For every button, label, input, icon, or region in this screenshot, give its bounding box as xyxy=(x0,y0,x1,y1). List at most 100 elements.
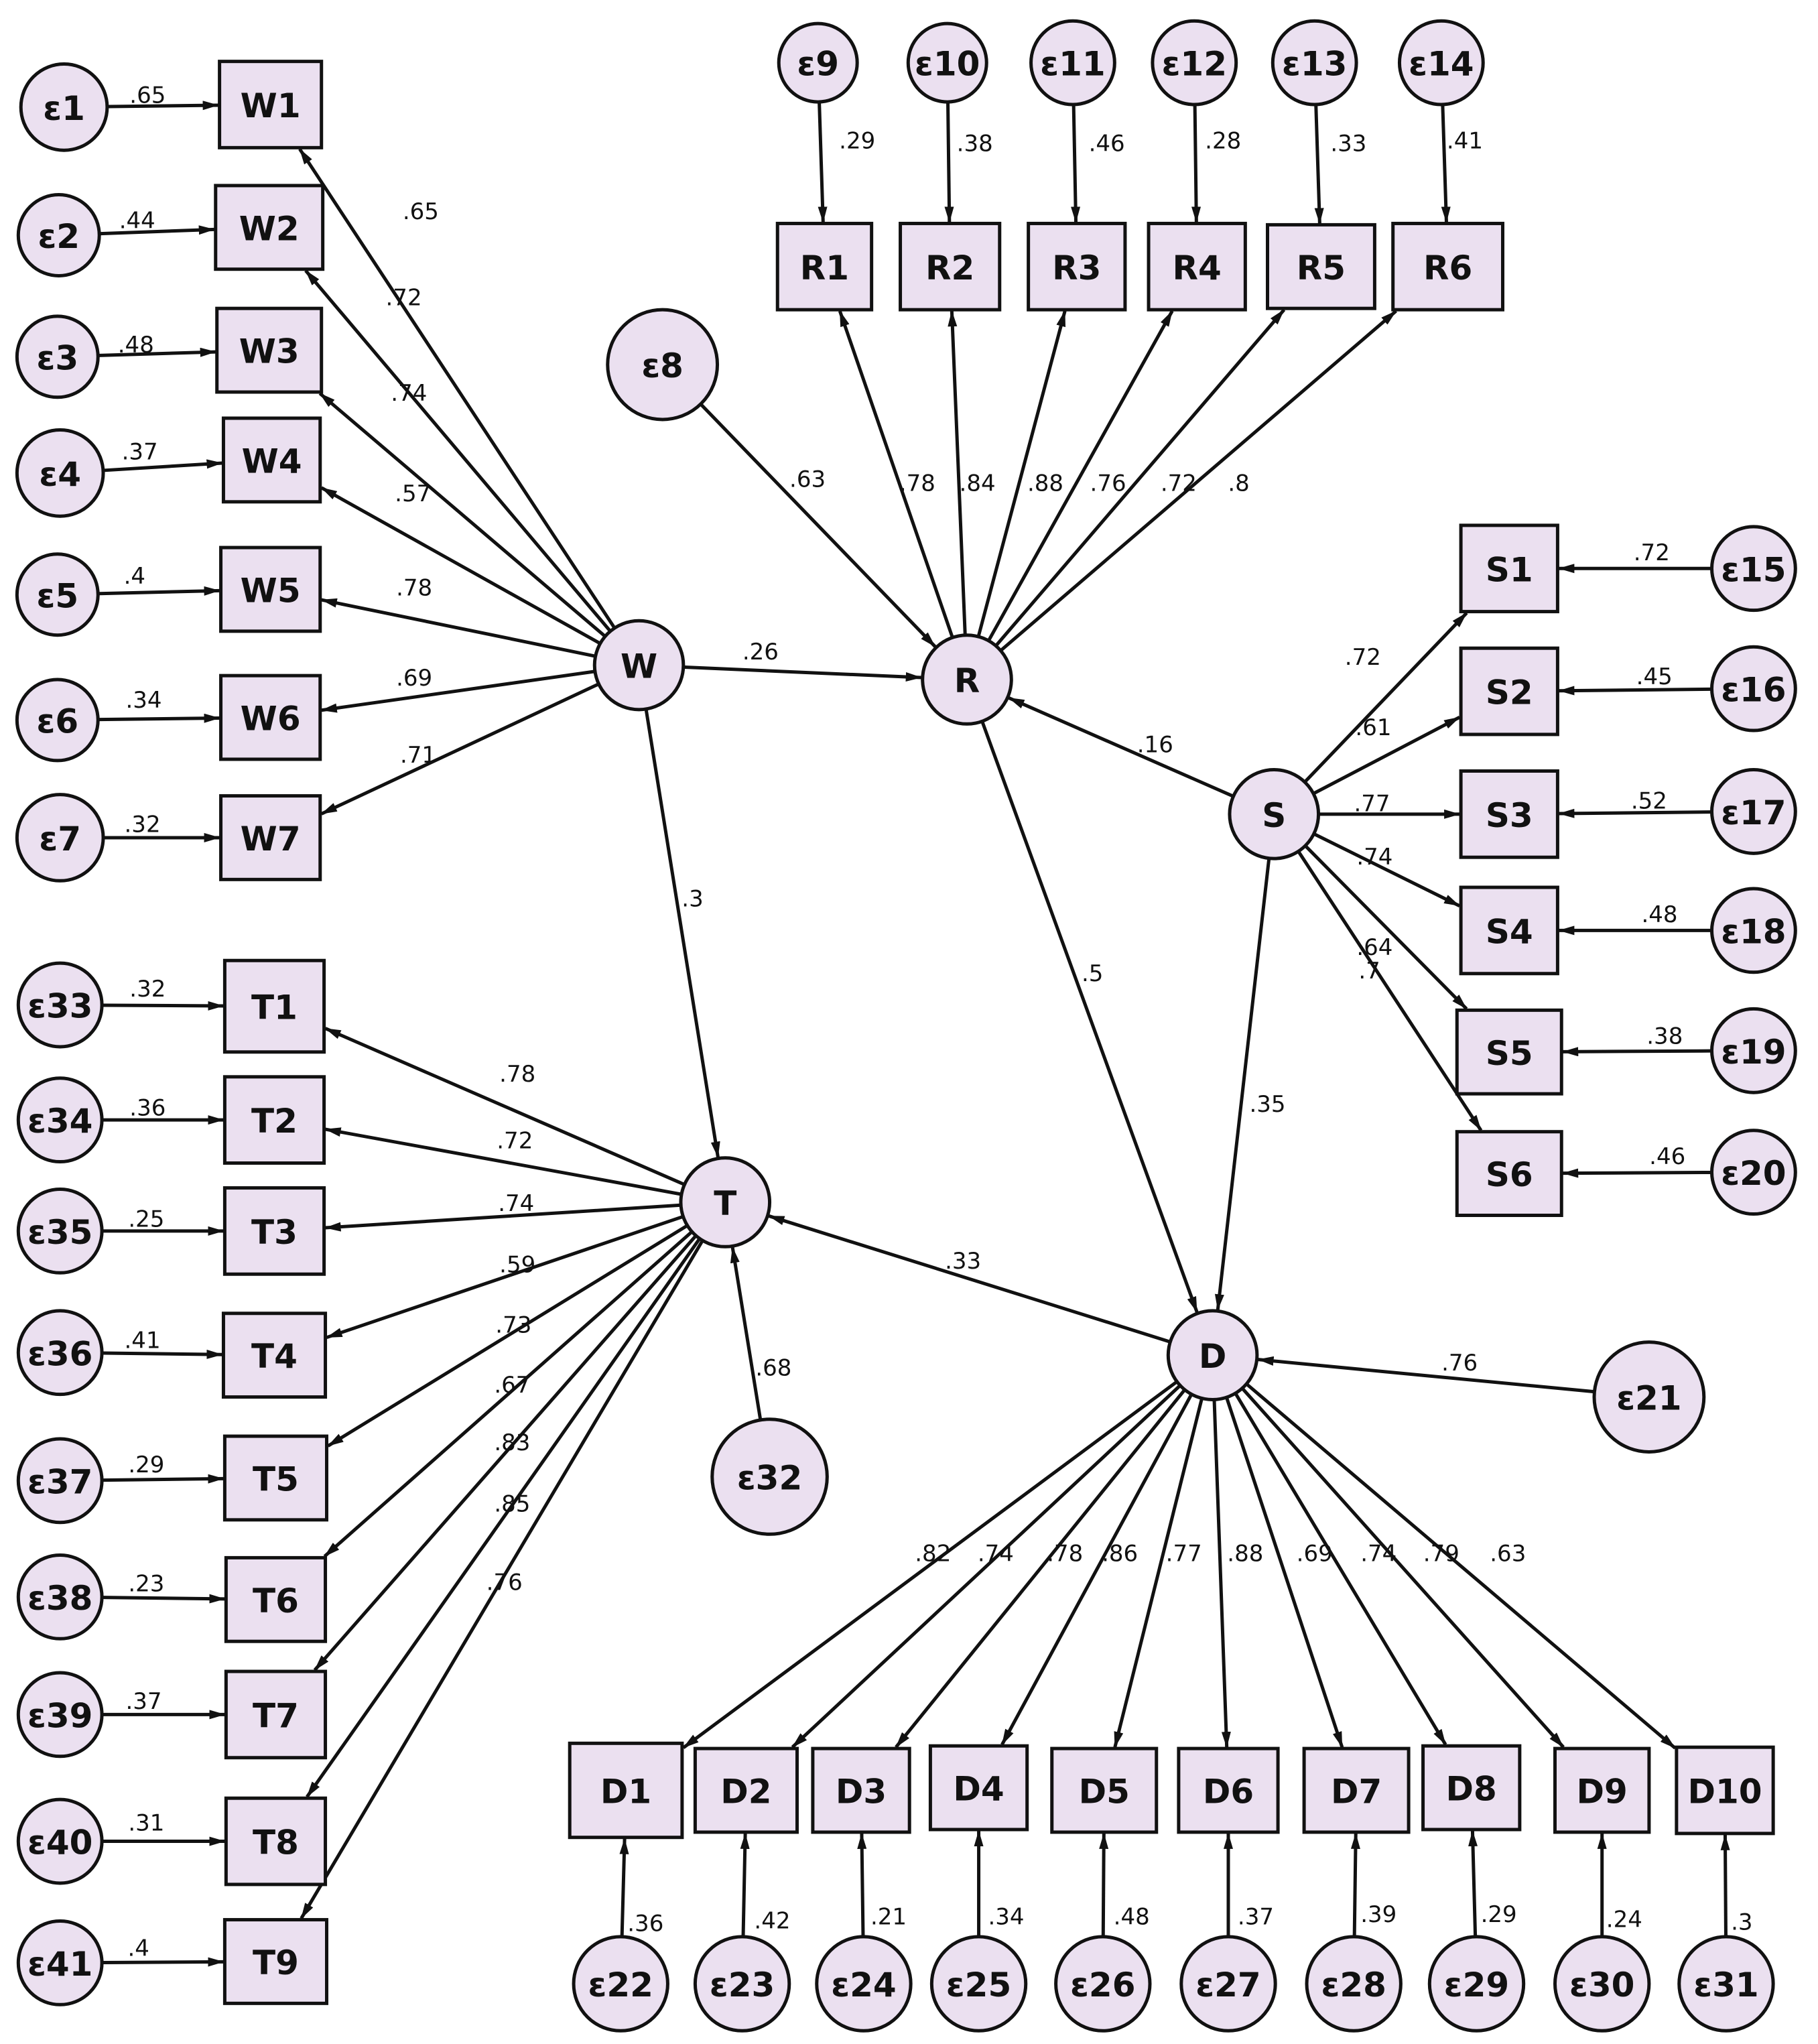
node-box xyxy=(222,1186,326,1276)
path-arrow-e33-to-t1 xyxy=(103,1001,224,1011)
path-coefficient-e24-to-d3: .21 xyxy=(870,1904,907,1931)
node-circle xyxy=(1271,19,1358,107)
node-label: R4 xyxy=(1173,249,1222,288)
path-coefficient-e25-to-d4: .34 xyxy=(988,1904,1024,1931)
indicator-r3: R3 xyxy=(1027,221,1127,312)
path-arrow-w-to-w5 xyxy=(320,598,595,658)
node-label: ε10 xyxy=(915,45,980,84)
path-arrow-e9-to-r1 xyxy=(818,103,828,223)
path-arrow-e14-to-r6 xyxy=(1441,105,1451,223)
node-circle xyxy=(15,552,100,637)
node-label: D5 xyxy=(1079,1773,1130,1811)
node-label: ε27 xyxy=(1195,1966,1260,2004)
node-label: D9 xyxy=(1577,1773,1628,1811)
node-label: D7 xyxy=(1331,1773,1382,1811)
path-coefficient-d-to-d8: .74 xyxy=(1360,1541,1397,1568)
path-coefficient-w-to-w4: .57 xyxy=(395,481,431,507)
node-circle xyxy=(572,1935,669,2033)
node-label: S xyxy=(1262,796,1286,835)
path-arrow-w-to-w4 xyxy=(320,486,600,645)
node-label: R3 xyxy=(1052,249,1101,288)
error-term-e30: ε30 xyxy=(1553,1935,1651,2033)
path-arrow-t-to-t2 xyxy=(324,1127,681,1196)
path-arrow-t-to-t3 xyxy=(324,1203,680,1232)
indicator-t2: T2 xyxy=(222,1075,326,1165)
error-term-e31: ε31 xyxy=(1677,1935,1775,2033)
path-coefficient-e8-to-r: .63 xyxy=(789,466,826,493)
error-term-e21: ε21 xyxy=(1592,1340,1706,1454)
node-label: S2 xyxy=(1486,674,1533,712)
indicator-s3: S3 xyxy=(1459,769,1559,859)
path-coefficient-r-to-r6: .8 xyxy=(1228,470,1249,497)
latent-variable-t: T xyxy=(679,1156,772,1249)
indicator-d1: D1 xyxy=(568,1741,684,1840)
label-layer: .65.72.74.57.78.69.71.65.44.48.37.4.34.3… xyxy=(118,82,1753,1962)
error-term-e9: ε9 xyxy=(777,21,859,104)
path-arrow-e1-to-w1 xyxy=(108,101,219,111)
path-coefficient-r-to-d: .5 xyxy=(1082,960,1103,987)
path-arrow-d-to-d3 xyxy=(895,1389,1185,1748)
node-label: ε9 xyxy=(797,45,839,84)
node-circle xyxy=(693,1935,791,2033)
node-label: D1 xyxy=(600,1773,651,1811)
node-label: D3 xyxy=(836,1773,887,1811)
node-label: ε23 xyxy=(710,1966,775,2004)
path-coefficient-e31-to-d10: .3 xyxy=(1731,1909,1752,1935)
path-coefficient-e15-to-s1: .72 xyxy=(1634,539,1670,566)
indicator-s4: S4 xyxy=(1459,885,1559,976)
path-arrow-e3-to-w3 xyxy=(99,347,216,357)
path-coefficient-e32-to-t: .68 xyxy=(755,1355,791,1382)
path-coefficient-w-to-w1: .65 xyxy=(403,198,439,225)
path-arrow-e32-to-t xyxy=(730,1247,762,1419)
node-box xyxy=(224,1669,328,1760)
node-box xyxy=(221,416,322,504)
indicator-t3: T3 xyxy=(222,1186,326,1276)
latent-variable-s: S xyxy=(1228,768,1321,860)
indicator-r6: R6 xyxy=(1391,221,1504,312)
path-coefficient-t-to-t7: .83 xyxy=(494,1429,530,1456)
indicator-r4: R4 xyxy=(1147,221,1247,312)
node-circle xyxy=(16,961,104,1049)
node-circle xyxy=(1553,1935,1651,2033)
path-arrow-d-to-d4 xyxy=(1000,1395,1193,1746)
indicator-w5: W5 xyxy=(219,546,322,633)
path-coefficient-e30-to-d9: .24 xyxy=(1606,1907,1642,1933)
path-coefficient-s-to-r: .16 xyxy=(1137,732,1173,759)
path-arrow-r-to-r1 xyxy=(838,310,954,637)
path-arrow-s-to-d xyxy=(1214,859,1271,1311)
node-label: T2 xyxy=(251,1102,298,1141)
node-box xyxy=(222,958,326,1054)
error-term-e29: ε29 xyxy=(1427,1935,1526,2033)
node-label: ε14 xyxy=(1409,45,1474,84)
node-circle xyxy=(16,1919,104,2006)
node-circle xyxy=(1305,1935,1403,2033)
path-coefficient-d-to-d3: .78 xyxy=(1047,1541,1083,1568)
path-arrow-s-to-r xyxy=(1008,696,1233,797)
node-label: ε33 xyxy=(27,987,92,1026)
error-term-e18: ε18 xyxy=(1710,887,1797,974)
node-label: D xyxy=(1199,1337,1227,1376)
indicator-w2: W2 xyxy=(214,184,325,271)
node-label: ε4 xyxy=(39,455,81,494)
error-term-e24: ε24 xyxy=(815,1935,913,2033)
path-coefficient-d-to-t: .33 xyxy=(945,1248,981,1275)
path-coefficient-e23-to-d2: .42 xyxy=(754,1908,790,1935)
path-arrow-t-to-t8 xyxy=(306,1238,700,1798)
node-box xyxy=(222,1075,326,1165)
node-label: ε40 xyxy=(27,1824,92,1862)
error-term-e12: ε12 xyxy=(1151,19,1238,107)
path-coefficient-e16-to-s2: .45 xyxy=(1636,663,1673,690)
node-label: T6 xyxy=(253,1582,299,1620)
node-circle xyxy=(1710,887,1797,974)
path-coefficient-w-to-w5: .78 xyxy=(396,575,432,602)
indicator-s1: S1 xyxy=(1459,523,1559,614)
indicator-d10: D10 xyxy=(1675,1745,1775,1836)
path-arrow-e2-to-w2 xyxy=(101,225,215,236)
node-circle xyxy=(16,1076,104,1164)
node-box xyxy=(221,1312,328,1399)
error-term-e35: ε35 xyxy=(16,1188,104,1275)
error-term-e11: ε11 xyxy=(1029,19,1116,107)
path-coefficient-t-to-t8: .85 xyxy=(494,1490,530,1517)
path-coefficient-s-to-s1: .72 xyxy=(1345,644,1381,671)
